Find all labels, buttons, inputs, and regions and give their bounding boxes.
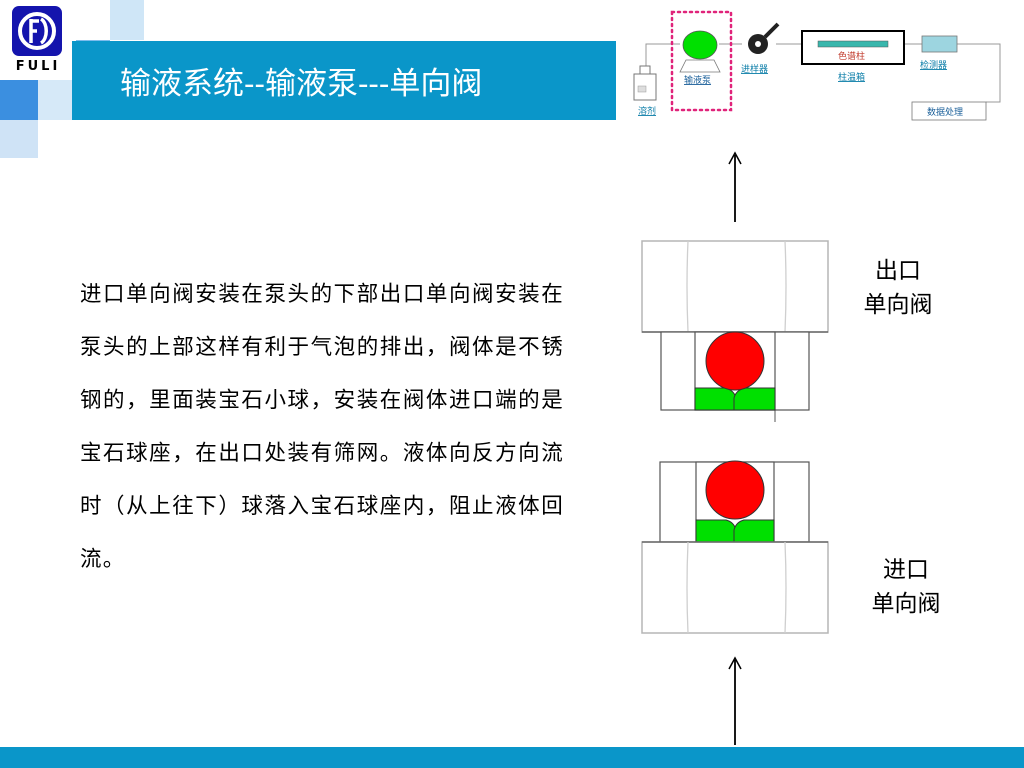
pump-label: 输液泵 [684, 74, 711, 86]
decor-square [0, 120, 38, 158]
column-icon [817, 40, 889, 48]
inlet-seat-right [733, 519, 775, 543]
column-oven-label: 柱温箱 [838, 71, 865, 83]
column-oven-box [801, 30, 905, 65]
solvent-label: 溶剂 [638, 105, 656, 117]
pump-highlight-box [670, 10, 733, 112]
column-label: 色谱柱 [838, 50, 865, 62]
outlet-valve-label: 出口 单向阀 [848, 254, 948, 322]
logo-emblem-icon [18, 12, 56, 50]
detector-icon [921, 35, 958, 53]
outlet-seat-right [733, 387, 776, 411]
outlet-valve [641, 240, 829, 422]
company-logo [12, 6, 62, 56]
injector-label: 进样器 [741, 63, 768, 75]
detector-label: 检测器 [920, 59, 947, 71]
decor-square [38, 80, 72, 120]
solvent-bottle-icon [633, 65, 657, 101]
outlet-seat-left [694, 387, 737, 411]
inlet-valve [641, 460, 829, 634]
inlet-label-line1: 进口 [883, 557, 929, 583]
title-bar [72, 41, 616, 120]
slide-title: 输液系统--输液泵---单向阀 [120, 66, 483, 102]
logo-text: FULI [15, 59, 61, 74]
outlet-ball [705, 331, 765, 391]
decor-square [110, 0, 144, 40]
decor-square [0, 80, 38, 120]
description-paragraph: 进口单向阀安装在泵头的下部出口单向阀安装在泵头的上部这样有利于气泡的排出，阀体是… [80, 282, 564, 572]
outlet-label-line2: 单向阀 [863, 292, 933, 318]
inlet-ball [705, 460, 765, 520]
data-processing-label: 数据处理 [927, 106, 963, 118]
injector-icon [748, 22, 780, 54]
data-processing-box [911, 101, 987, 121]
inlet-seat-left [695, 519, 737, 543]
inlet-valve-label: 进口 单向阀 [856, 553, 956, 621]
outlet-label-line1: 出口 [875, 258, 921, 284]
footer-bar [0, 747, 1024, 768]
inlet-label-line2: 单向阀 [871, 591, 941, 617]
pump-icon [682, 30, 718, 60]
